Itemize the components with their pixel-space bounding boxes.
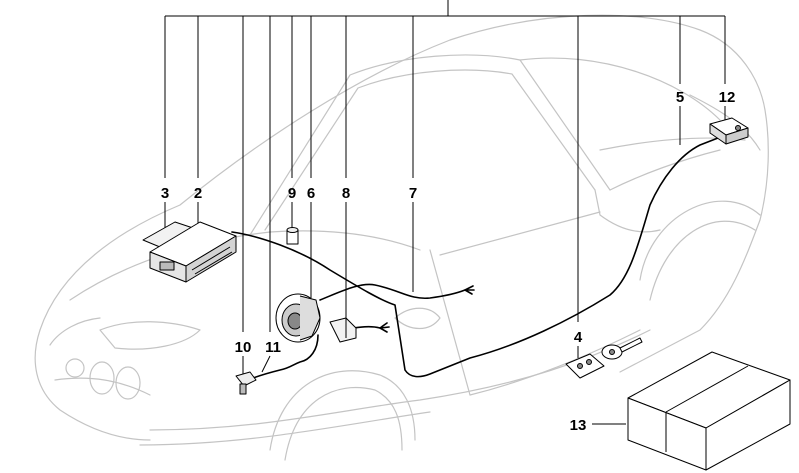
wiring-harness — [231, 137, 719, 381]
part-6-siren — [275, 293, 321, 343]
harness-branch-7 — [319, 283, 466, 301]
callout-labels: 3 2 9 6 8 7 5 12 4 10 11 13 — [161, 89, 736, 434]
callout-leaders — [164, 106, 726, 425]
callout-8: 8 — [342, 185, 350, 202]
part-4-remote-key — [565, 337, 643, 379]
callout-12: 12 — [719, 89, 736, 106]
callout-5: 5 — [676, 89, 684, 106]
part-2-control-unit — [149, 221, 237, 283]
harness-branch-11 — [247, 334, 319, 381]
callout-13: 13 — [570, 417, 587, 434]
callout-4: 4 — [574, 329, 583, 346]
part-13-box — [627, 351, 791, 471]
callout-6: 6 — [307, 185, 315, 202]
callout-2: 2 — [194, 185, 202, 202]
part-9-cylinder — [286, 227, 299, 245]
callout-10: 10 — [235, 339, 252, 356]
part-8-bracket — [329, 317, 357, 343]
callout-11: 11 — [265, 339, 281, 356]
callout-9: 9 — [288, 185, 296, 202]
callout-bracket — [164, 0, 726, 332]
callout-7: 7 — [409, 185, 417, 202]
part-12-module — [709, 117, 749, 145]
callout-3: 3 — [161, 185, 169, 202]
harness-main — [231, 137, 719, 378]
car-outline — [34, 14, 769, 461]
part-10-sensor — [235, 371, 257, 395]
